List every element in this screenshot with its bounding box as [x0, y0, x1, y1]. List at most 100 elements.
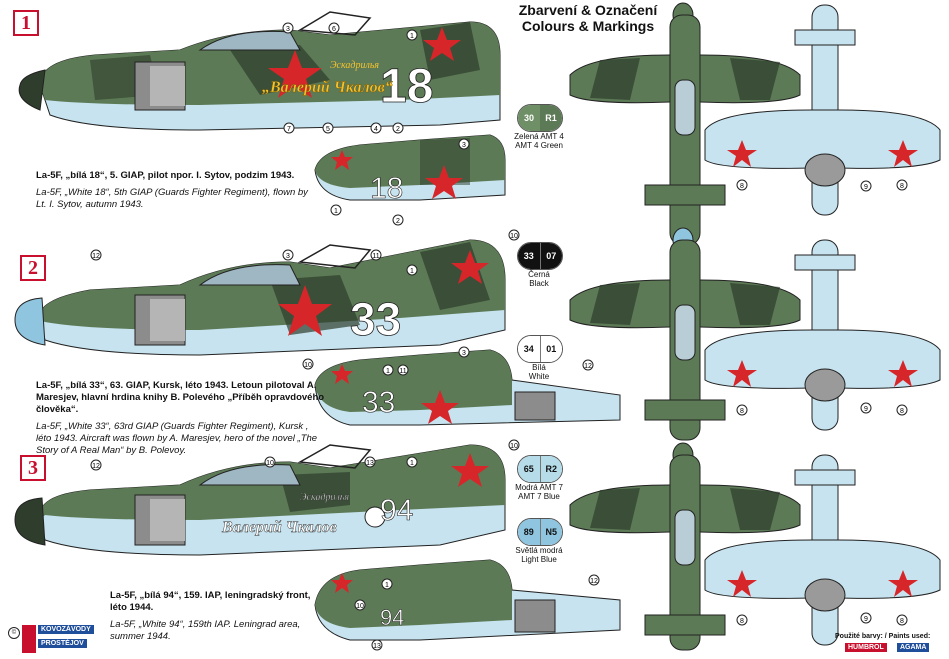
svg-text:8: 8	[900, 183, 904, 190]
profile-3-large: 94 Эскадрилья Валерий Чкалов	[14, 444, 506, 556]
bottom-view-2	[704, 239, 941, 431]
callout: 10	[354, 599, 366, 611]
callout: 9	[860, 612, 872, 624]
profile-2-small: 33	[314, 349, 621, 426]
logo-line2: PROSTĚJOV	[38, 639, 87, 648]
svg-text:9: 9	[864, 406, 868, 413]
callout: 7	[283, 122, 295, 134]
callout: 8	[896, 404, 908, 416]
profile-1-slogan: „Валерий Чкалов“	[262, 79, 393, 96]
svg-text:12: 12	[590, 578, 598, 585]
callout: 8	[736, 404, 748, 416]
callout: 2	[392, 122, 404, 134]
callout: 13	[364, 456, 376, 468]
svg-text:1: 1	[410, 460, 414, 467]
svg-text:1: 1	[385, 582, 389, 589]
logo-emblem-icon	[22, 625, 36, 653]
callout: 13	[371, 639, 383, 651]
description-1-cz: La-5F, „bílá 18“, 5. GIAP, pilot npor. I…	[36, 170, 295, 181]
svg-text:1: 1	[334, 208, 338, 215]
svg-text:10: 10	[510, 443, 518, 450]
callout: 3	[458, 346, 470, 358]
heading-en: Colours & Markings	[521, 18, 655, 34]
profile-1-small: 18	[314, 134, 506, 205]
callout: 12	[582, 359, 594, 371]
callout: 1	[382, 364, 394, 376]
description-3-en: La-5F, „White 94“, 159th IAP. Leningrad …	[110, 619, 301, 642]
svg-text:2: 2	[396, 126, 400, 133]
description-3: La-5F, „bílá 94“, 159. IAP, leningradský…	[110, 590, 320, 643]
callout: 11	[397, 364, 409, 376]
svg-text:11: 11	[372, 253, 379, 260]
description-2-cz: La-5F, „bílá 33“, 63. GIAP, Kursk, léto …	[36, 380, 317, 403]
callout: 8	[896, 614, 908, 626]
description-1: La-5F, „bílá 18“, 5. GIAP, pilot npor. I…	[36, 170, 316, 211]
svg-text:12: 12	[92, 463, 100, 470]
profile-1-number: 18	[380, 60, 433, 113]
callout: 3	[458, 138, 470, 150]
svg-text:11: 11	[399, 368, 406, 375]
callout: 2	[392, 214, 404, 226]
copyright-icon: ©	[8, 627, 20, 639]
svg-text:13: 13	[366, 460, 374, 467]
callout: 8	[736, 179, 748, 191]
top-view-1	[569, 2, 801, 246]
svg-text:1: 1	[410, 33, 414, 40]
callout: 11	[370, 249, 382, 261]
callout: 3	[282, 249, 294, 261]
svg-text:7: 7	[287, 126, 291, 133]
svg-text:8: 8	[900, 408, 904, 415]
svg-text:8: 8	[740, 183, 744, 190]
svg-text:9: 9	[864, 184, 868, 191]
profile-3-small-number: 94	[380, 605, 404, 630]
callout: 12	[90, 459, 102, 471]
svg-text:6: 6	[332, 26, 336, 33]
svg-text:3: 3	[286, 253, 290, 260]
top-view-3	[569, 442, 801, 651]
brand-agama: AGAMA	[897, 643, 930, 652]
callout: 10	[264, 456, 276, 468]
heading-cz: Zbarvení & Označení	[518, 2, 658, 18]
svg-text:10: 10	[510, 233, 518, 240]
brand-humbrol: HUMBROL	[845, 643, 887, 652]
svg-text:10: 10	[304, 362, 312, 369]
svg-text:12: 12	[92, 253, 100, 260]
version-badge-1: 1	[13, 10, 39, 36]
callout: 4	[370, 122, 382, 134]
svg-text:8: 8	[900, 618, 904, 625]
description-2-en: La-5F, „White 33“, 63rd GIAP (Guards Fig…	[36, 421, 318, 456]
version-badge-3: 3	[20, 455, 46, 481]
callout: 1	[406, 456, 418, 468]
callout: 5	[322, 122, 334, 134]
svg-text:1: 1	[410, 268, 414, 275]
kovozavody-logo: © KOVOZÁVODY PROSTĚJOV	[8, 625, 98, 657]
callout: 12	[588, 574, 600, 586]
description-2-cz-book: „Příběh opravdového člověka“.	[36, 392, 325, 415]
callout: 9	[860, 180, 872, 192]
callout: 6	[328, 22, 340, 34]
paints-used-label: Použité barvy: / Paints used:	[835, 633, 931, 640]
svg-text:8: 8	[740, 408, 744, 415]
page-heading: Zbarvení & Označení Colours & Markings	[508, 2, 668, 34]
svg-text:3: 3	[286, 26, 290, 33]
svg-text:13: 13	[373, 643, 381, 650]
logo-line1: KOVOZÁVODY	[38, 625, 94, 634]
callout: 8	[896, 179, 908, 191]
profile-2-large: 33	[14, 239, 506, 356]
profile-2-small-number: 33	[362, 386, 395, 419]
svg-text:3: 3	[462, 142, 466, 149]
bottom-view-3	[704, 454, 941, 646]
bottom-view-1	[704, 4, 941, 216]
svg-text:5: 5	[326, 126, 330, 133]
svg-text:10: 10	[356, 603, 364, 610]
callout: 1	[406, 264, 418, 276]
svg-text:3: 3	[462, 350, 466, 357]
profile-1-large: 18 Эскадрилья „Валерий Чкалов“	[18, 11, 501, 131]
description-1-en: La-5F, „White 18“, 5th GIAP (Guards Figh…	[36, 187, 308, 210]
svg-text:4: 4	[374, 126, 378, 133]
